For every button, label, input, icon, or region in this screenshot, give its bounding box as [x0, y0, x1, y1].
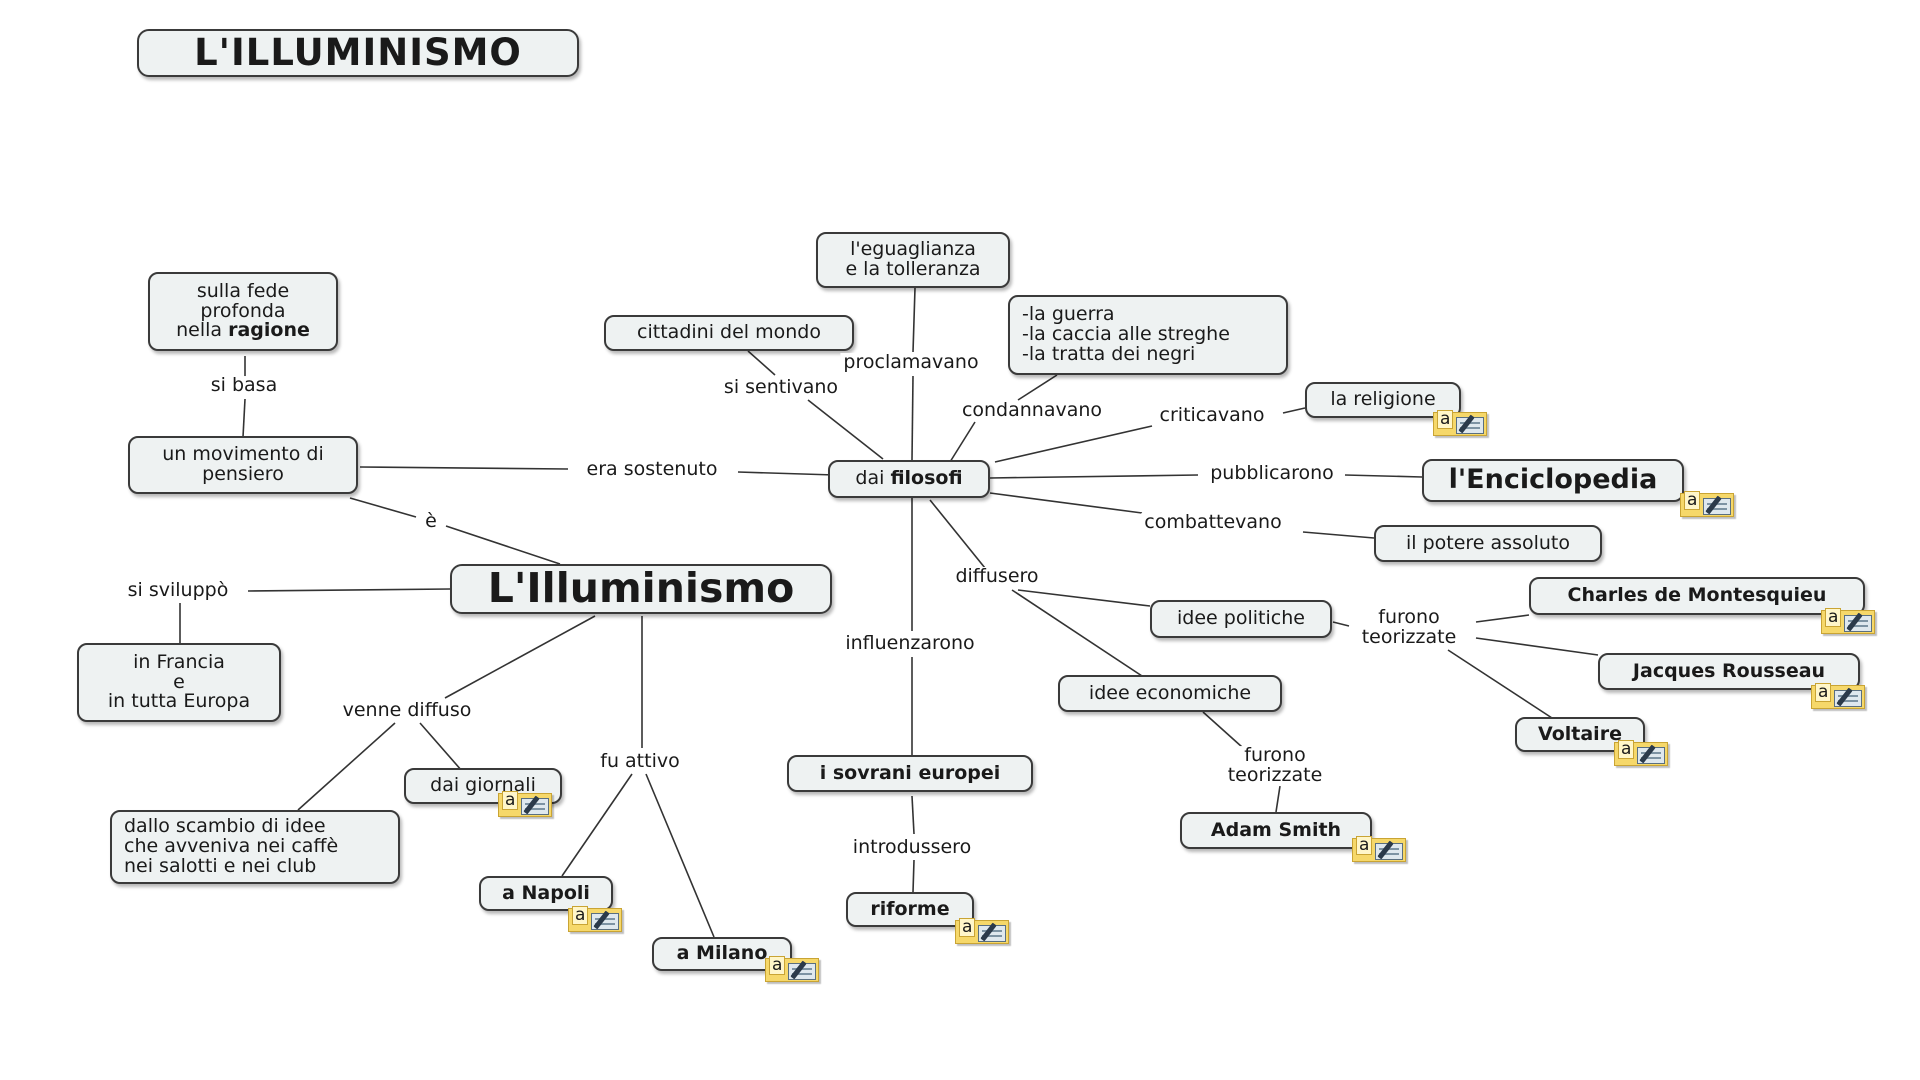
link-label-condannavano: condannavano — [958, 400, 1106, 421]
connector — [1475, 637, 1599, 656]
connector — [1275, 785, 1281, 813]
connector — [912, 859, 915, 893]
link-label-pubblicarono: pubblicarono — [1207, 463, 1337, 484]
node-montesquieu: Charles de Montesquieu — [1529, 577, 1865, 615]
link-label-combattevano: combattevano — [1141, 512, 1285, 533]
connector — [989, 474, 1199, 479]
node-equality-tolerance: l'eguaglianza e la tolleranza — [816, 232, 1010, 288]
note-attachment-icon[interactable]: a — [568, 906, 622, 932]
connector — [297, 722, 396, 811]
node-political-ideas: idee politiche — [1150, 600, 1332, 638]
node-economic-ideas: idee economiche — [1058, 675, 1282, 712]
node-newspapers: dai giornali — [404, 768, 562, 804]
note-attachment-icon[interactable]: a — [765, 956, 819, 982]
link-label-si-sviluppo: si sviluppò — [124, 580, 232, 601]
connector — [247, 588, 451, 592]
connector — [445, 525, 561, 565]
node-philosophers-emphasis: filosofi — [890, 467, 963, 490]
connector — [994, 425, 1153, 463]
link-label-venne-diffuso: venne diffuso — [339, 700, 475, 721]
connector — [1282, 407, 1306, 414]
connector — [747, 350, 776, 376]
link-label-fu-attivo: fu attivo — [597, 751, 683, 772]
node-philosophers: dai filosofi — [828, 460, 990, 498]
connector — [349, 497, 417, 518]
link-label-proclamavano: proclamavano — [840, 352, 982, 373]
node-world-citizens: cittadini del mondo — [604, 315, 854, 351]
note-attachment-icon[interactable]: a — [1811, 683, 1865, 709]
note-attachment-icon[interactable]: a — [1352, 836, 1406, 862]
link-label-e: è — [422, 511, 440, 532]
connector — [1344, 474, 1423, 478]
link-label-introdussero: introdussero — [849, 837, 975, 858]
node-encyclopedia: l'Enciclopedia — [1422, 459, 1684, 502]
node-condemned-list: -la guerra -la caccia alle streghe -la t… — [1008, 295, 1288, 375]
connector — [645, 773, 715, 938]
connector — [949, 421, 976, 463]
connector — [359, 466, 569, 470]
connector — [1475, 614, 1530, 623]
connector — [242, 398, 246, 438]
note-attachment-icon[interactable]: a — [1821, 608, 1875, 634]
node-adam-smith: Adam Smith — [1180, 812, 1372, 849]
connector — [912, 287, 916, 353]
connector — [1447, 649, 1553, 719]
connector — [1332, 621, 1350, 627]
node-faith-text: sulla fede profonda nella — [176, 279, 290, 342]
connector — [1017, 374, 1058, 401]
connector — [1011, 589, 1146, 679]
node-central-topic: L'Illuminismo — [450, 564, 832, 614]
connector — [1017, 589, 1151, 607]
connector — [737, 471, 836, 476]
node-france-europe: in Francia e in tutta Europa — [77, 643, 281, 722]
link-label-influenzarono: influenzarono — [842, 633, 978, 654]
connector — [929, 499, 986, 569]
node-faith-emphasis: ragione — [228, 319, 310, 342]
node-reforms: riforme — [846, 892, 974, 927]
node-faith-reason: sulla fede profonda nella ragione — [148, 272, 338, 351]
connector — [561, 773, 633, 877]
note-attachment-icon[interactable]: a — [498, 791, 552, 817]
connector — [419, 722, 463, 772]
link-label-diffusero: diffusero — [952, 566, 1042, 587]
node-european-sovereigns: i sovrani europei — [787, 755, 1033, 792]
connector — [911, 795, 915, 835]
connector — [1202, 711, 1243, 748]
note-attachment-icon[interactable]: a — [1614, 740, 1668, 766]
page-title: L'ILLUMINISMO — [137, 29, 579, 77]
node-philosophers-text: dai — [855, 467, 891, 490]
connector — [444, 615, 596, 699]
note-attachment-icon[interactable]: a — [1680, 491, 1734, 517]
node-naples: a Napoli — [479, 876, 613, 911]
node-movement-of-thought: un movimento di pensiero — [128, 436, 358, 494]
note-attachment-icon[interactable]: a — [955, 918, 1009, 944]
link-label-furono-teorizzate-political: furono teorizzate — [1358, 607, 1460, 648]
connector — [1302, 531, 1375, 539]
note-attachment-icon[interactable]: a — [1433, 410, 1487, 436]
link-label-era-sostenuto: era sostenuto — [583, 459, 721, 480]
link-label-criticavano: criticavano — [1156, 405, 1268, 426]
node-ideas-exchange: dallo scambio di idee che avveniva nei c… — [110, 810, 400, 884]
connector — [911, 375, 914, 461]
link-label-si-basa: si basa — [207, 375, 281, 396]
connector — [807, 399, 884, 460]
connector — [989, 492, 1143, 514]
node-absolute-power: il potere assoluto — [1374, 525, 1602, 562]
link-label-si-sentivano: si sentivano — [720, 377, 842, 398]
link-label-furono-teorizzate-economic: furono teorizzate — [1224, 745, 1326, 786]
